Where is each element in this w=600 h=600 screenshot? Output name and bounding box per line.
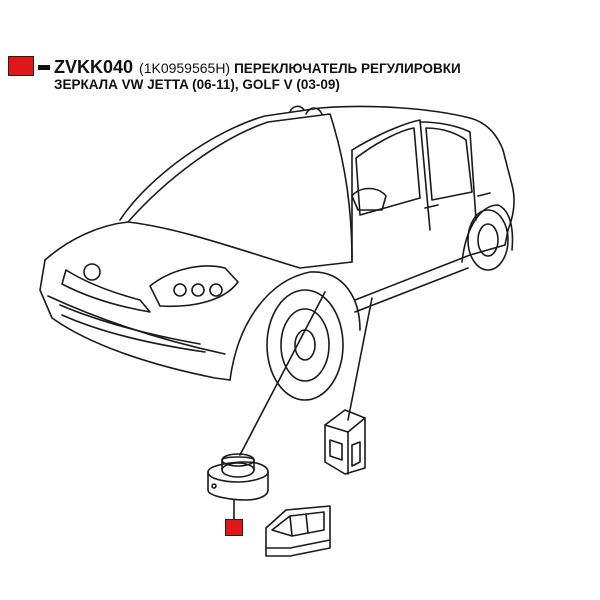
door-switch-drawing (324, 409, 366, 475)
dash-icon (38, 65, 50, 70)
product-code: ZVKK040 (54, 57, 134, 77)
window-switch-drawing (265, 505, 331, 557)
part-marker-icon (225, 519, 243, 536)
description-line-1: ПЕРЕКЛЮЧАТЕЛЬ РЕГУЛИРОВКИ (234, 61, 461, 76)
car-body (39, 105, 515, 401)
leader-lines (233, 291, 373, 520)
description-line-2: ЗЕРКАЛА VW JETTA (06-11), GOLF V (03-09) (54, 77, 340, 92)
part-number: (1K0959565H) (139, 60, 231, 76)
mirror-switch-drawing (207, 453, 269, 501)
red-marker-icon (8, 56, 34, 76)
title-line-1: ZVKK040 (1K0959565H)ПЕРЕКЛЮЧАТЕЛЬ РЕГУЛИР… (54, 57, 461, 78)
